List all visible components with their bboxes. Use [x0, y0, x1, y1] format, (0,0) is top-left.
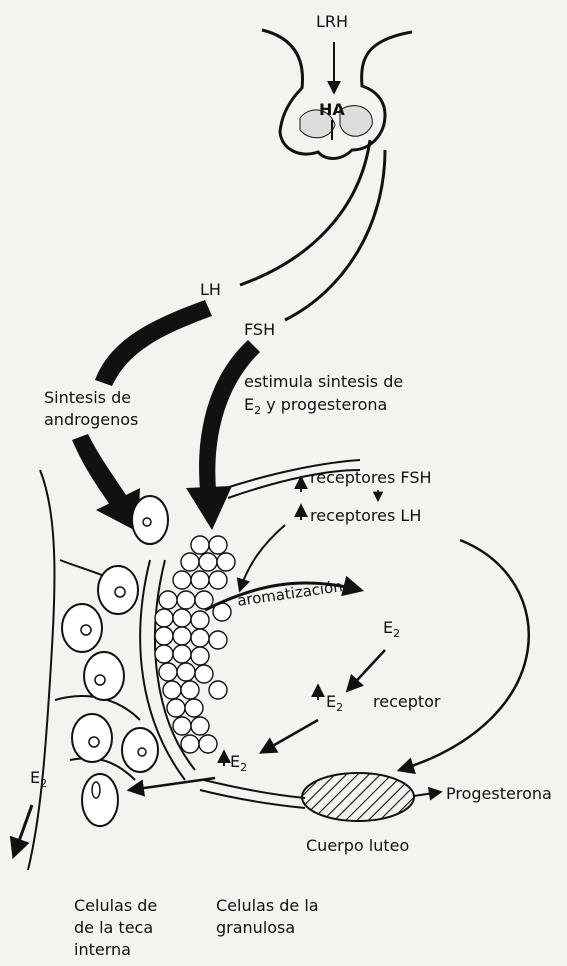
- e2-left-arrow: [130, 778, 215, 790]
- e2-left-label: E2: [30, 768, 47, 791]
- receptor-to-granulosa-arrow: [240, 525, 285, 590]
- progesterona-label: Progesterona: [446, 784, 552, 804]
- receptores-fsh-label: receptores FSH: [310, 468, 432, 488]
- ha-label: HA: [319, 100, 345, 120]
- e2-outward-arrow: [14, 805, 32, 855]
- estimula-line2: E2 y progesterona: [244, 395, 387, 418]
- fsh-thick-arrowhead: [186, 486, 232, 530]
- e2-top-label: E2: [383, 618, 400, 641]
- corpus-luteum: [302, 773, 414, 821]
- lh-label: LH: [200, 280, 221, 300]
- lrh-label: LRH: [316, 12, 348, 32]
- celulas-teca-line3: interna: [74, 940, 131, 960]
- e2-lower-label: E2: [230, 752, 247, 775]
- estimula-line1: estimula sintesis de: [244, 372, 403, 392]
- celulas-teca-line1: Celulas de: [74, 896, 157, 916]
- lh-thick-arrow: [95, 300, 212, 386]
- e2-receptor-down-arrow: [262, 720, 318, 752]
- cuerpo-luteo-label: Cuerpo luteo: [306, 836, 409, 856]
- fsh-label: FSH: [244, 320, 275, 340]
- receptores-lh-label: receptores LH: [310, 506, 421, 526]
- pituitary-gland: [262, 30, 412, 159]
- fsh-pathway: [285, 150, 385, 320]
- e2-to-receptor-arrow: [348, 650, 385, 690]
- lh-to-luteum-arrow: [400, 540, 529, 770]
- celulas-teca-line2: de la teca: [74, 918, 153, 938]
- receptor-label: receptor: [373, 692, 441, 712]
- sintesis-androgenos-line1: Sintesis de: [44, 388, 131, 408]
- e2-receptor-label: E2: [326, 692, 343, 715]
- sintesis-androgenos-line2: androgenos: [44, 410, 138, 430]
- celulas-granulosa-line2: granulosa: [216, 918, 295, 938]
- celulas-granulosa-line1: Celulas de la: [216, 896, 319, 916]
- androgen-thick-arrow: [72, 434, 126, 505]
- progesterone-arrow: [414, 792, 440, 796]
